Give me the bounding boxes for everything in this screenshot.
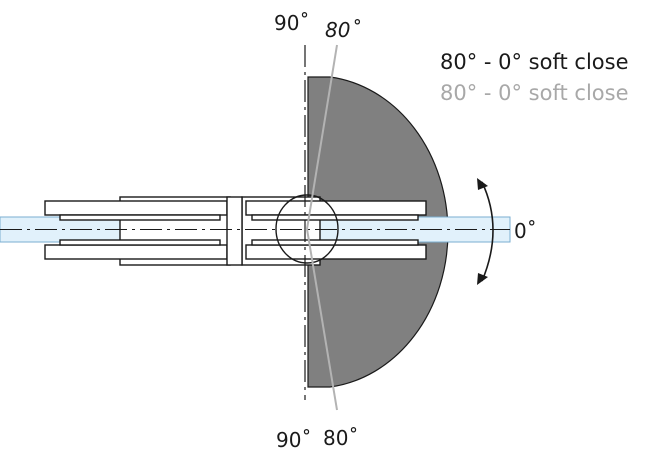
pivot-circle [275, 194, 339, 264]
label-0-right: 0˚ [514, 219, 537, 243]
legend-line-1: 80° - 0° soft close [440, 50, 629, 74]
angle-80-line-bottom [306, 228, 338, 411]
swing-arrow-head-bottom [477, 273, 488, 285]
hinge-inner-bottom [59, 239, 221, 246]
hinge-pin [226, 196, 243, 266]
label-90-top: 90˚ [274, 11, 309, 35]
legend-line-2: 80° - 0° soft close [440, 81, 629, 105]
label-90-bottom: 90˚ [276, 428, 311, 452]
swing-arrow-arc [481, 181, 494, 282]
label-80-top: 80˚ [325, 18, 360, 42]
hinge-plate-bottom-left [44, 244, 228, 260]
hinge-plate-bottom-right [245, 244, 427, 260]
hinge-inner-top [59, 214, 221, 221]
hinge-plate-top-right [245, 200, 427, 216]
hinge-plate-top-left [44, 200, 228, 216]
label-80-bottom: 80˚ [323, 426, 358, 450]
swing-arrow-head-top [477, 178, 488, 190]
angle-80-line-top [306, 44, 338, 230]
